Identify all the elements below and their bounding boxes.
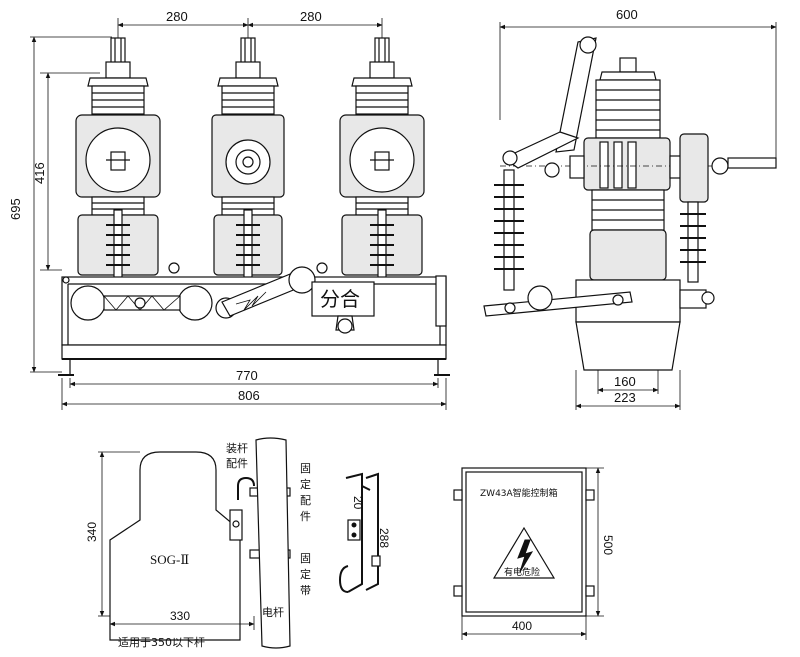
pole-left bbox=[75, 37, 161, 281]
dim-mount-height: 340 bbox=[85, 522, 99, 542]
dimension-mount-330: 330 bbox=[109, 609, 255, 630]
dim-depth-total: 600 bbox=[616, 7, 638, 22]
dim-box-height: 500 bbox=[601, 535, 615, 555]
mount-model-label: SOG-Ⅱ bbox=[150, 552, 189, 567]
control-box-drawing: ZW43A智能控制箱 有电危险 500 400 bbox=[453, 467, 615, 640]
dim-box-width: 400 bbox=[512, 619, 532, 633]
control-box-title: ZW43A智能控制箱 bbox=[480, 487, 558, 499]
dim-height-total: 695 bbox=[8, 198, 23, 220]
label-fixing-parts-4: 件 bbox=[300, 510, 311, 523]
label-fixing-parts-1: 固 bbox=[300, 462, 311, 475]
label-fixing-band-2: 定 bbox=[300, 567, 311, 581]
lifting-eye-left bbox=[168, 262, 180, 274]
dim-bracket-top: 20 bbox=[351, 496, 365, 510]
pole-middle bbox=[211, 37, 285, 281]
dimension-box-400: 400 bbox=[461, 616, 587, 640]
front-base-housing: 分合 bbox=[58, 266, 450, 376]
dimension-mount-340: 340 bbox=[85, 451, 140, 617]
dimension-pole-spacing: 280 280 bbox=[117, 9, 383, 40]
dimension-depth-600: 600 bbox=[499, 7, 777, 160]
warning-sign: 有电危险 bbox=[492, 526, 556, 579]
pole-left-arrester bbox=[106, 209, 130, 281]
label-fitting-2: 配件 bbox=[226, 457, 248, 470]
dimension-base: 160 223 bbox=[575, 370, 681, 410]
dim-pole-spacing-2: 280 bbox=[300, 9, 322, 24]
pole-right bbox=[339, 37, 425, 281]
mount-note: 适用于350以下杆 bbox=[118, 635, 205, 649]
warning-text: 有电危险 bbox=[504, 566, 540, 578]
label-fitting-1: 装杆 bbox=[226, 441, 248, 455]
front-view: 280 280 695 416 bbox=[8, 9, 450, 410]
dim-base-inner: 160 bbox=[614, 374, 636, 389]
label-fixing-parts-3: 配 bbox=[300, 494, 311, 507]
dim-bracket-height: 288 bbox=[377, 528, 391, 548]
side-view: 600 bbox=[483, 7, 777, 410]
lifting-eye-right bbox=[316, 262, 328, 274]
status-label-open-close: 分合 bbox=[320, 287, 360, 311]
dim-mount-width: 330 bbox=[170, 609, 190, 623]
dimension-heights: 695 416 bbox=[8, 36, 112, 373]
label-fixing-parts-2: 定 bbox=[300, 477, 311, 491]
dim-width-total: 806 bbox=[238, 388, 260, 403]
dimension-box-500: 500 bbox=[586, 467, 615, 617]
bracket-detail: 20 288 bbox=[338, 472, 391, 593]
label-pole: 电杆 bbox=[262, 605, 284, 619]
dimension-widths: 770 806 bbox=[61, 368, 447, 410]
dim-base-outer: 223 bbox=[614, 390, 636, 405]
arrester-mount-detail: SOG-Ⅱ 340 330 适用于350以下杆 装杆 配件 固 定 配 件 固 … bbox=[85, 437, 391, 649]
dim-height-insulator: 416 bbox=[32, 162, 47, 184]
dim-width-mount: 770 bbox=[236, 368, 258, 383]
label-fixing-band-3: 带 bbox=[300, 584, 311, 597]
label-fixing-band-1: 固 bbox=[300, 552, 311, 565]
dim-pole-spacing-1: 280 bbox=[166, 9, 188, 24]
